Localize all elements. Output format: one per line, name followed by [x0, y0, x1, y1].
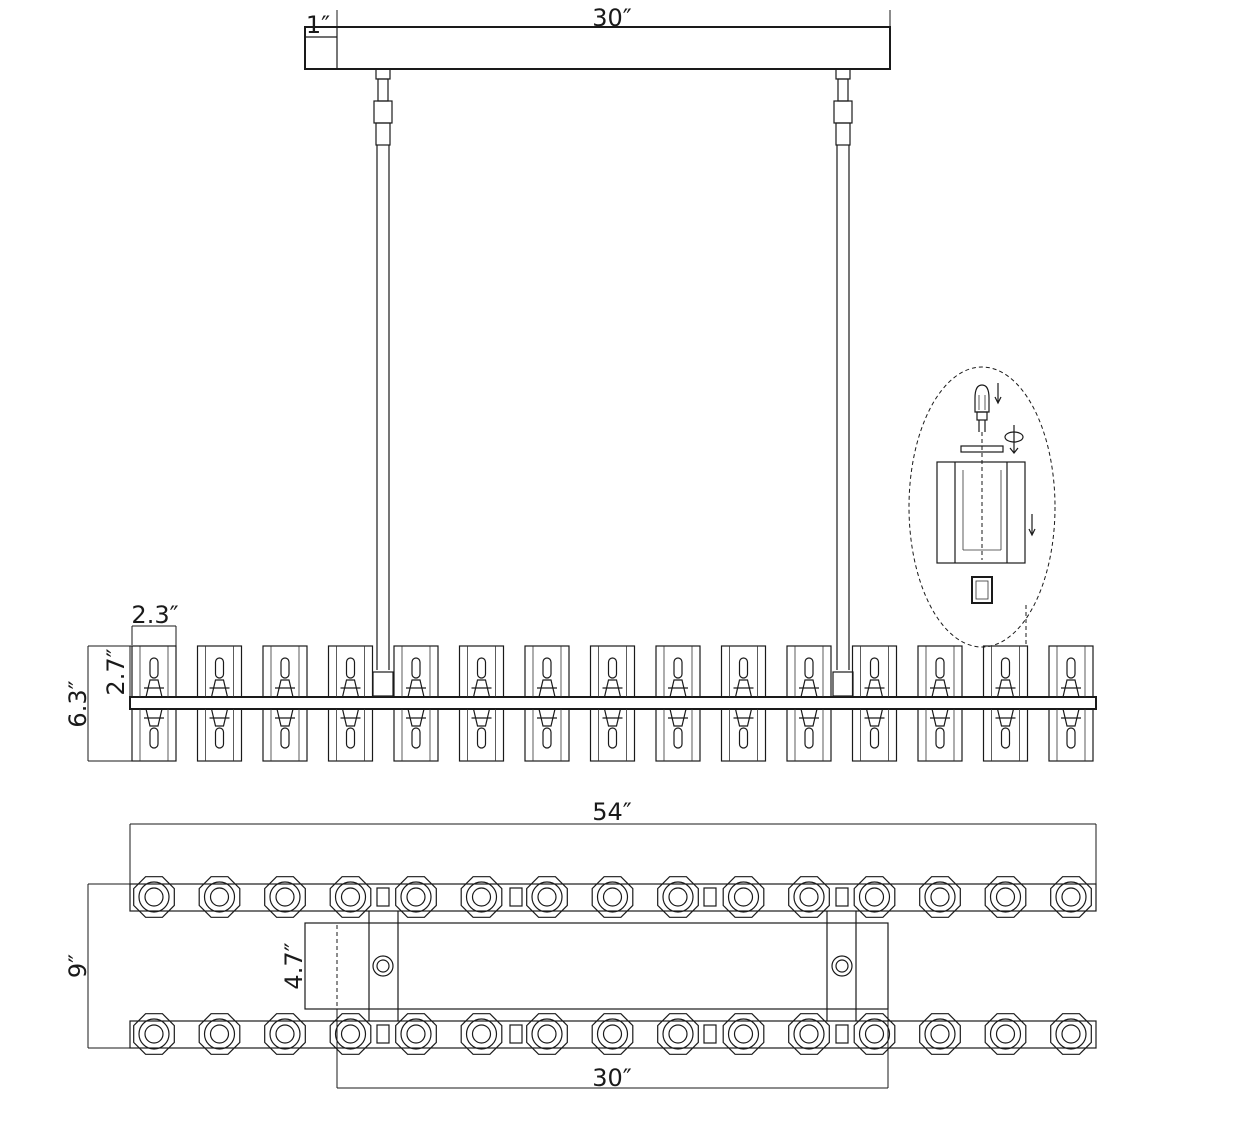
front-shade-pair [393, 645, 439, 762]
canopy [304, 26, 891, 70]
overall-length-label: 54″ [592, 798, 632, 826]
top-shade [657, 876, 699, 918]
front-shade-pair [327, 645, 374, 762]
overall-width-label: 9″ [64, 954, 92, 978]
top-shade [1050, 876, 1092, 918]
arrow-down-icon [994, 383, 1002, 405]
top-shade [329, 876, 372, 918]
top-shade [133, 1013, 175, 1055]
rotate-icon [1004, 425, 1024, 454]
arrow-down-icon [1028, 514, 1036, 537]
top-shade [264, 876, 306, 918]
left-suspension-rod [372, 68, 394, 697]
front-shade-pair [131, 645, 177, 762]
top-shade [591, 1013, 634, 1055]
top-shade [1050, 1013, 1092, 1055]
canopy-length-bottom-label: 30″ [592, 1064, 632, 1092]
top-shade [722, 1013, 765, 1055]
front-shade-pair [982, 645, 1029, 762]
top-shade [395, 876, 437, 918]
front-shade-pair [917, 645, 963, 762]
front-shade-pair [786, 645, 832, 762]
glass-shade [936, 461, 1026, 564]
top-shade [657, 1013, 699, 1055]
top-view: 54″ [64, 798, 1097, 1092]
top-shade [526, 876, 568, 918]
top-shade [198, 1013, 241, 1055]
front-shade-pair [720, 645, 767, 762]
top-shade [591, 876, 634, 918]
top-shade [329, 1013, 372, 1055]
top-shade [460, 876, 503, 918]
mounting-hole [372, 955, 394, 977]
canopy-depth-label: 4.7″ [280, 942, 308, 989]
top-shade [853, 876, 896, 918]
top-shade [919, 1013, 961, 1055]
front-shade-pair [524, 645, 570, 762]
top-shade [788, 1013, 830, 1055]
canopy-width-label: 30″ [592, 4, 632, 32]
shade-width-label: 2.3″ [131, 601, 178, 629]
front-shade-pair [196, 645, 243, 762]
top-shades [133, 876, 1092, 1055]
top-shade [460, 1013, 503, 1055]
fixture-height-label: 6.3″ [64, 680, 92, 727]
bulb-icon [974, 384, 990, 432]
top-shade [722, 876, 765, 918]
fixture-bar [129, 696, 1097, 710]
bar-connectors [376, 887, 849, 1044]
installation-detail [908, 366, 1056, 648]
front-shade-pair [655, 645, 701, 762]
top-shade [133, 876, 175, 918]
top-shade [395, 1013, 437, 1055]
right-suspension-rod [832, 68, 854, 697]
shade-height-label: 2.7″ [102, 648, 130, 695]
socket-cap [971, 576, 993, 604]
top-shade [788, 876, 830, 918]
top-shade [919, 876, 961, 918]
top-bar-lower [129, 1020, 1097, 1049]
front-shade-pair [851, 645, 898, 762]
top-shade [264, 1013, 306, 1055]
top-shade [984, 876, 1027, 918]
front-shade-pair [1048, 645, 1094, 762]
top-shade [853, 1013, 896, 1055]
top-shade [198, 876, 241, 918]
top-shade [984, 1013, 1027, 1055]
top-bar-upper [129, 883, 1097, 912]
front-shade-pair [458, 645, 505, 762]
front-shade-pair [262, 645, 308, 762]
mounting-hole [831, 955, 853, 977]
front-shade-pair [589, 645, 636, 762]
top-shade [526, 1013, 568, 1055]
front-shades [131, 645, 1094, 762]
canopy-height-label: 1″ [306, 11, 330, 39]
front-view: 30″ 1″ 2.3″ [64, 4, 1097, 762]
